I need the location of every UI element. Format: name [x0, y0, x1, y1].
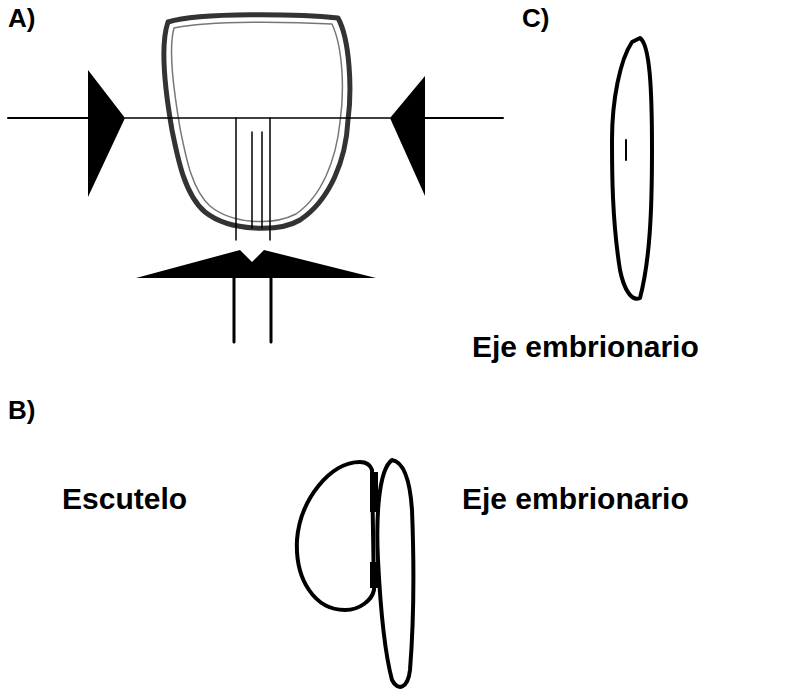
embryo-line [251, 132, 253, 228]
embryo-junction [370, 472, 378, 512]
embryo-line [261, 132, 263, 228]
cut-line [235, 118, 237, 240]
view-arrow [136, 250, 376, 278]
panel-label: A) [8, 4, 35, 33]
cut-line [425, 117, 503, 119]
seed-outline [164, 15, 350, 228]
embryo-axis-outline [612, 38, 652, 299]
panel-label: B) [8, 396, 35, 425]
part-label: Eje embrionario [472, 330, 699, 363]
embryo-axis-detail [625, 140, 627, 160]
view-arrow [390, 76, 425, 196]
seed-outline-inner [172, 22, 343, 221]
part-label: Escutelo [62, 482, 187, 515]
cut-line [269, 118, 271, 240]
cut-line [270, 278, 273, 342]
embryo-junction [370, 562, 378, 588]
part-label: Eje embrionario [462, 482, 689, 515]
panel-label: C) [522, 4, 549, 33]
embryo-axis-outline [377, 460, 413, 687]
view-arrow [88, 70, 125, 197]
cut-line [233, 278, 236, 342]
scutellum-outline [297, 462, 374, 610]
cut-line [125, 117, 390, 119]
cut-line [8, 117, 88, 119]
